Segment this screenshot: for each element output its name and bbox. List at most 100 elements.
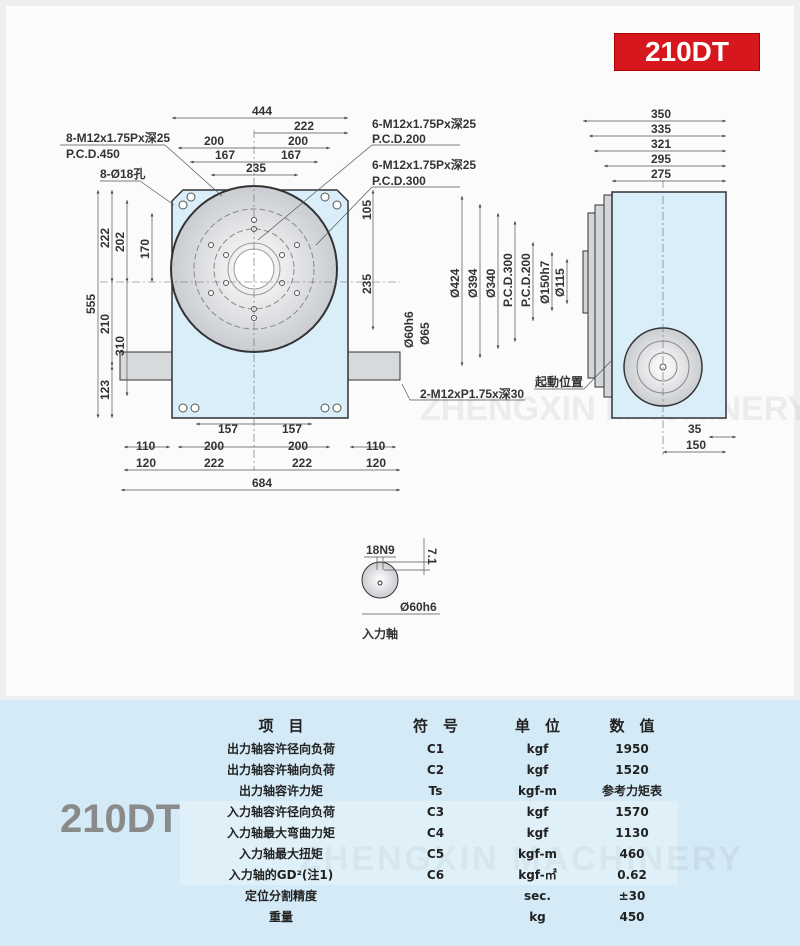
dim-105: 105	[360, 200, 374, 220]
dim-123: 123	[98, 380, 112, 400]
cell-item: 入力轴的GD²(注1)	[228, 868, 334, 882]
technical-drawing: ZHENGXIN MACHINERY	[60, 104, 800, 641]
spec-model-label: 210DT	[60, 797, 181, 841]
dim-200-b-left: 200	[204, 439, 224, 453]
cell-symbol: C2	[426, 762, 445, 777]
cell-value: 460	[619, 846, 645, 861]
dim-555: 555	[84, 294, 98, 314]
cell-value: 参考力矩表	[601, 784, 662, 798]
cell-item: 重量	[268, 910, 293, 924]
dim-dia65: Ø65	[418, 322, 432, 345]
cell-value: ±30	[618, 888, 646, 903]
dim-170: 170	[138, 239, 152, 259]
table-row: 出力轴容许径向负荷 C1 kgf 1950	[180, 738, 678, 759]
dim-684: 684	[252, 476, 272, 490]
dim-222-b-right: 222	[292, 456, 312, 470]
cell-item: 定位分割精度	[244, 889, 317, 903]
cell-value: 450	[619, 909, 645, 924]
left-input-shaft	[119, 351, 176, 381]
spec-section: 210DT ZHENGXIN MACHINERY 项 目 符 号 单 位 数 值…	[0, 700, 800, 946]
dim-110-right: 110	[366, 439, 386, 453]
cell-symbol	[382, 885, 489, 906]
callout-shaft-tap: 2-M12xP1.75x深30	[420, 386, 524, 401]
cell-item: 入力轴最大扭矩	[238, 847, 323, 861]
table-row: 重量 kg 450	[180, 906, 678, 927]
header-item: 项 目	[258, 716, 304, 735]
callout-bolt-6a: 6-M12x1.75Px深25	[372, 116, 476, 131]
side-labels: 350 335 321 295 275 Ø424 Ø394 Ø340 P.C.D…	[448, 107, 706, 452]
dim-167-right: 167	[281, 148, 301, 162]
dim-dia60h6: Ø60h6	[402, 311, 416, 348]
dim-275: 275	[651, 167, 671, 181]
table-row: 定位分割精度 sec. ±30	[180, 885, 678, 906]
cell-symbol: C3	[426, 804, 445, 819]
spec-header-row: 项 目 符 号 单 位 数 值	[180, 712, 678, 738]
dim-444: 444	[252, 104, 272, 118]
front-labels: 444 222 200 200 167 167 235 8-M12x1.75Px…	[66, 104, 524, 490]
front-view	[100, 130, 401, 470]
key-width-label: 18N9	[366, 543, 395, 557]
dim-350: 350	[651, 107, 671, 121]
cell-unit: kgf	[526, 825, 549, 840]
dim-dia340: Ø340	[484, 268, 498, 298]
cell-unit: sec.	[524, 888, 551, 903]
front-dimension-lines	[60, 116, 525, 492]
dim-157-right: 157	[282, 422, 302, 436]
cell-symbol: C4	[426, 825, 445, 840]
cell-value: 1130	[615, 825, 649, 840]
cell-unit: kgf	[526, 804, 549, 819]
dim-35: 35	[688, 422, 702, 436]
input-shaft-section: 18N9 7.1 Ø60h6 入力軸	[361, 538, 440, 641]
table-row: 出力轴容许轴向负荷 C2 kgf 1520	[180, 759, 678, 780]
cell-unit: kgf	[526, 741, 549, 756]
table-row: 入力轴最大扭矩 C5 kgf-m 460	[180, 843, 678, 864]
table-row: 入力轴容许径向负荷 C3 kgf 1570	[180, 801, 678, 822]
dim-310: 310	[113, 336, 127, 356]
dim-295: 295	[651, 152, 671, 166]
cell-unit: kgf	[526, 762, 549, 777]
dim-pcd200: P.C.D.200	[519, 253, 533, 307]
cell-value: 1570	[615, 804, 649, 819]
cell-item: 出力轴容许轴向负荷	[226, 763, 335, 777]
side-view	[582, 180, 727, 455]
dim-202: 202	[113, 232, 127, 252]
dim-222-b-left: 222	[204, 456, 224, 470]
side-dimension-lines	[460, 119, 736, 454]
callout-pcd300: P.C.D.300	[372, 174, 426, 188]
header-value: 数 值	[609, 716, 655, 735]
dim-120-right: 120	[366, 456, 386, 470]
dim-335: 335	[651, 122, 671, 136]
dim-pcd300: P.C.D.300	[501, 253, 515, 307]
shaft-dia-label: Ø60h6	[400, 600, 437, 614]
cell-item: 出力轴容许径向负荷	[226, 742, 335, 756]
header-unit: 单 位	[514, 716, 560, 735]
dim-200-right: 200	[288, 134, 308, 148]
cell-item: 入力轴容许径向负荷	[226, 805, 335, 819]
dim-222-v: 222	[98, 228, 112, 248]
dim-dia424: Ø424	[448, 268, 462, 298]
dim-167-left: 167	[215, 148, 235, 162]
cell-unit: kgf-㎡	[518, 868, 557, 882]
table-row: 入力轴最大弯曲力矩 C4 kgf 1130	[180, 822, 678, 843]
spec-watermark: ZHENGXIN MACHINERY	[300, 840, 744, 878]
cell-value: 1950	[615, 741, 649, 756]
cell-symbol: C5	[426, 846, 445, 861]
cell-symbol	[382, 906, 489, 927]
cell-symbol: C1	[426, 741, 445, 756]
dim-150: 150	[686, 438, 706, 452]
cell-unit: kgf-m	[517, 846, 558, 861]
callout-bolt-6b: 6-M12x1.75Px深25	[372, 157, 476, 172]
dim-110-left: 110	[136, 439, 156, 453]
dim-200-left: 200	[204, 134, 224, 148]
callout-bolt-8: 8-M12x1.75Px深25	[66, 130, 170, 145]
cell-symbol: Ts	[428, 783, 443, 798]
cell-item: 入力轴最大弯曲力矩	[226, 826, 335, 840]
cell-value: 1520	[615, 762, 649, 777]
dim-dia150h7: Ø150h7	[538, 260, 552, 304]
dim-222: 222	[294, 119, 314, 133]
callout-pcd450: P.C.D.450	[66, 147, 120, 161]
header-symbol: 符 号	[412, 716, 458, 735]
cell-unit: kg	[529, 909, 546, 924]
